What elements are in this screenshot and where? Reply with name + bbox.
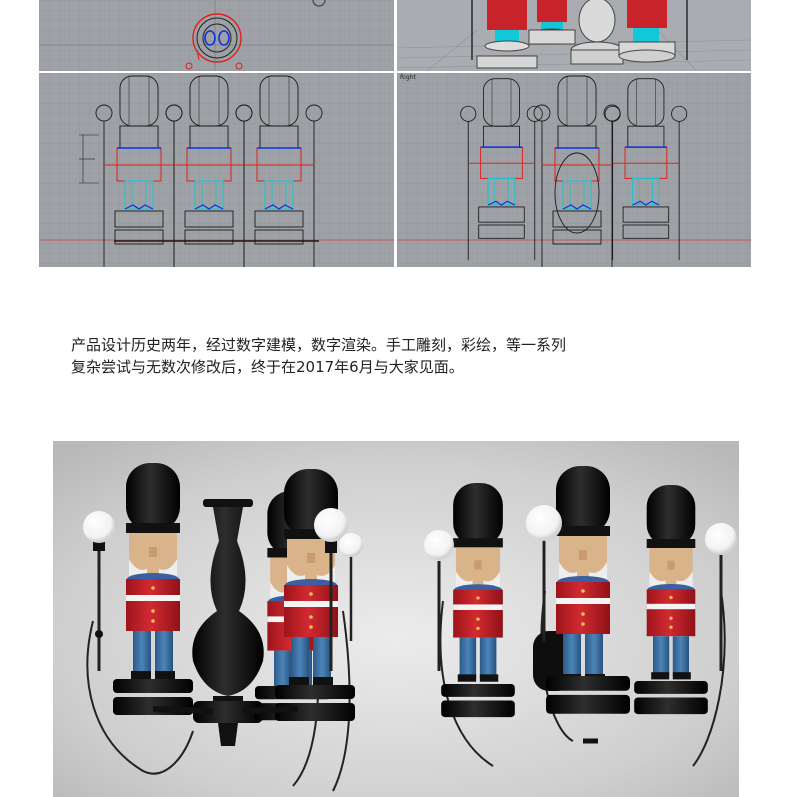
product-description: 产品设计历史两年，经过数字建模，数字渲染。手工雕刻，彩绘，等一系列 复杂尝试与无… (71, 334, 731, 378)
lamp-right-render (424, 466, 737, 767)
viewport-top-left[interactable] (39, 0, 394, 71)
bulb-icon (424, 530, 454, 560)
description-line-2: 复杂尝试与无数次修改后，终于在2017年6月与大家见面。 (71, 358, 464, 376)
bulb-icon (526, 505, 562, 541)
bulb-icon (83, 511, 115, 543)
perspective-model (471, 0, 688, 69)
viewport-right[interactable]: Right (397, 73, 751, 267)
dimension-marks (79, 134, 99, 184)
bulb-icon (705, 523, 737, 555)
viewport-right-label[interactable]: Right (400, 74, 416, 81)
candlestick (192, 499, 264, 746)
viewport-top-left-canvas (39, 0, 394, 71)
viewport-perspective-canvas (397, 0, 751, 71)
viewport-front-canvas (39, 73, 394, 267)
product-render-image (53, 441, 739, 797)
bulb-icon (339, 533, 363, 557)
product-render (53, 441, 739, 797)
description-line-1: 产品设计历史两年，经过数字建模，数字渲染。手工雕刻，彩绘，等一系列 (71, 336, 567, 354)
viewport-perspective[interactable] (397, 0, 751, 71)
bulb-icon (314, 508, 348, 542)
top-view-figure (185, 13, 243, 70)
viewport-front[interactable] (39, 73, 394, 267)
lamp-left-render (83, 463, 363, 792)
viewport-right-canvas (397, 73, 751, 267)
